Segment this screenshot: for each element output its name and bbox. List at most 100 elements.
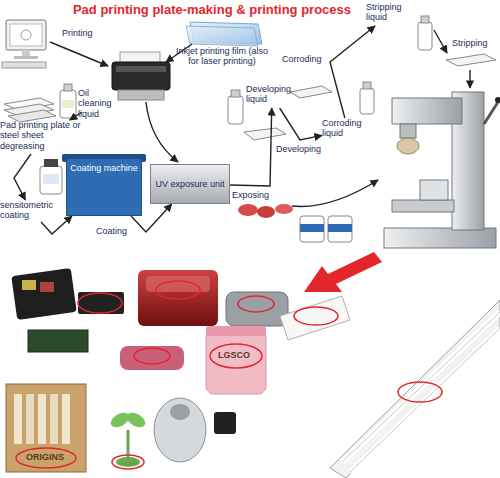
illustration-part [420,180,448,200]
illustration-part [14,394,22,444]
illustration-part [398,382,442,402]
inkjet-film [186,22,262,46]
illustration-part [434,30,447,53]
illustration-part [134,348,170,364]
illustration-part [292,180,378,206]
illustration-part [26,394,34,444]
process-arrow [330,26,375,118]
illustration-part [469,70,470,88]
illustration-part [392,200,454,212]
illustration-part [156,281,200,299]
illustration-part [290,86,332,98]
brand-text: LGSCO [218,350,250,360]
illustration-part [118,90,164,100]
diagram-title: Pad printing plate-making & printing pro… [62,2,362,18]
node-text: Inkjet printing film (also for laser pri… [172,46,272,67]
developing-plate [244,128,286,140]
illustration-part [400,124,416,138]
printer [112,52,170,100]
corroding-bottle [360,82,374,114]
illustration-part [421,16,429,23]
illustration-part [418,22,432,50]
node-text: Stripping liquid [366,2,414,23]
illustration-part [112,455,144,469]
illustration-part [231,90,240,97]
ink-cans [300,216,352,242]
illustration-part [214,412,236,434]
illustration-part [62,394,70,444]
illustration-part [342,312,500,462]
step-label: Stripping [452,38,488,48]
illustration-part [16,448,76,468]
illustration-part [44,159,58,167]
machine-box: Coating machine [66,158,142,216]
illustration-part [116,457,140,467]
stripping-plate [446,54,496,66]
pad-printing-machine [384,92,500,248]
illustration-part [397,138,419,154]
brand-text: ORIGINS [26,452,64,462]
process-arrow [14,154,31,200]
illustration-part [50,394,58,444]
illustration-part [300,216,324,242]
material-label: Developing liquid [246,84,298,108]
oil-bottle [60,84,76,118]
illustration-part [116,66,166,72]
illustration-part [257,206,275,218]
illustration-part [14,56,38,59]
illustration-part [384,228,496,248]
illustration-part [328,224,352,232]
logo-circles [16,281,442,469]
illustration-part [138,270,218,326]
illustration-part [328,216,352,242]
material-label: Corroding liquid [322,118,374,142]
material-label: Stripping liquid [366,2,414,26]
illustration-part [10,24,42,46]
exposed-pads [238,204,293,218]
step-label: Coating [96,226,127,236]
illustration-part [342,312,500,462]
developing-bottle [228,90,243,124]
illustration-part [6,20,46,50]
illustration-part [21,30,31,40]
illustration-part [78,293,122,313]
illustration-part [78,292,124,314]
illustration-part [146,102,178,162]
material-label: sensitometric coating [0,200,62,222]
process-arrow [41,216,72,234]
illustration-part [124,410,147,430]
products [6,268,350,472]
machine-box: UV exposure unit [150,164,230,204]
illustration-part [495,97,500,103]
illustration-part [60,90,76,118]
illustration-part [170,404,190,420]
illustration-part [120,346,184,370]
illustration-part [446,54,496,66]
illustration-part [206,326,266,336]
illustration-part [64,84,72,91]
step-label: Exposing [232,190,269,200]
node-text: UV exposure unit [153,179,227,189]
coating-bottle [40,159,62,194]
node-text: Coating machine [69,163,139,173]
illustration-part [22,50,30,56]
stripping-bottle [418,16,432,50]
illustration-part [210,344,262,368]
illustration-part [228,96,243,124]
illustration-part [330,300,500,478]
node-text: Oil cleaning liquid [78,88,124,119]
illustration-part [186,26,258,46]
material-label: Oil cleaning liquid [78,88,124,112]
illustration-part [363,82,371,89]
illustration-part [238,296,274,312]
illustration-part [304,252,382,292]
illustration-part [38,394,46,444]
corroding-plate [290,86,332,98]
tube-light [330,300,500,478]
illustration-part [280,296,350,340]
node-text: Pad printing plate or steel sheet degrea… [0,120,86,151]
illustration-part [6,384,86,472]
